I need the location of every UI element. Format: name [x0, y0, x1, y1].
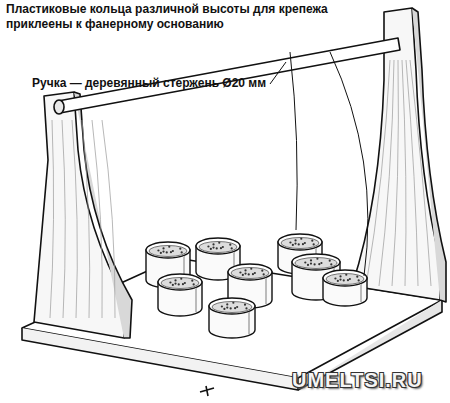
- base-front-edge: [22, 328, 298, 390]
- wood-grain: [402, 60, 406, 286]
- leader-line: [290, 52, 297, 230]
- wood-grain: [50, 120, 54, 318]
- watermark: UMELTSI.RU: [292, 368, 442, 392]
- wood-grain: [392, 60, 398, 286]
- plastic-ring: [323, 270, 367, 306]
- ring-note: Пластиковые кольца различной высоты для …: [6, 2, 386, 32]
- wood-grain: [72, 120, 77, 318]
- plastic-ring: [209, 298, 255, 338]
- plastic-ring: [158, 274, 202, 316]
- leader-line: [270, 62, 286, 84]
- screw: [200, 386, 214, 396]
- wood-grain: [62, 120, 65, 318]
- wood-grain: [82, 120, 90, 318]
- wood-grain: [92, 120, 102, 318]
- left-upright-edge: [74, 92, 132, 338]
- wood-grain: [366, 60, 390, 286]
- wood-grain: [406, 60, 418, 286]
- handle-rod: [58, 38, 400, 113]
- handle-note: Ручка — деревянный стержень Ø20 мм: [32, 76, 292, 91]
- rod-end: [54, 100, 64, 114]
- wood-grain: [410, 60, 431, 286]
- wood-grain: [102, 120, 115, 318]
- wood-grain: [379, 60, 394, 286]
- leader-line: [330, 52, 368, 276]
- left-upright: [34, 92, 126, 338]
